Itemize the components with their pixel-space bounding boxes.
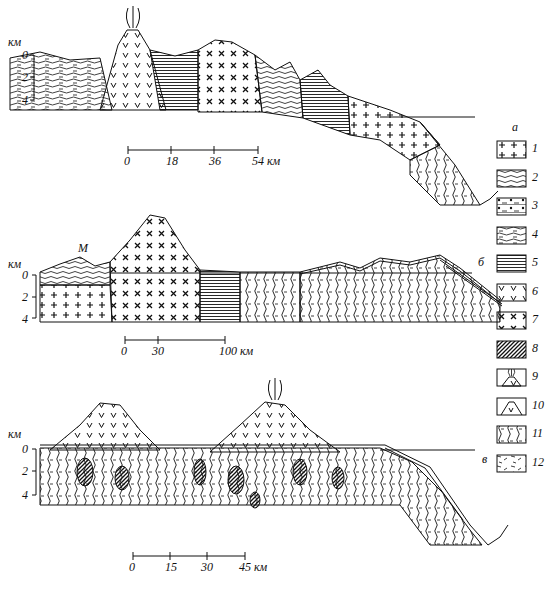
section-label: 36 bbox=[209, 155, 221, 167]
legend-swatch bbox=[496, 283, 528, 303]
section-label: 0 bbox=[22, 443, 28, 455]
section-label: км bbox=[8, 36, 21, 48]
section-label: а bbox=[512, 121, 518, 133]
legend-number: 7 bbox=[532, 313, 538, 325]
legend-number: 8 bbox=[532, 342, 538, 354]
legend-number: 5 bbox=[532, 256, 538, 268]
legend-item: 8 bbox=[496, 340, 550, 360]
legend-swatch bbox=[496, 140, 528, 160]
section-label: км bbox=[8, 258, 21, 270]
section-label: 0 bbox=[22, 49, 28, 61]
legend-number: 11 bbox=[532, 427, 543, 439]
section-label: 30 bbox=[152, 345, 164, 357]
legend-number: 3 bbox=[532, 199, 538, 211]
section-label: 4 bbox=[22, 313, 28, 325]
section-label: в bbox=[482, 453, 487, 465]
section-label: 0 bbox=[124, 155, 130, 167]
legend-number: 10 bbox=[532, 399, 544, 411]
section-label: 18 bbox=[166, 155, 178, 167]
section-label: 4 bbox=[22, 94, 28, 106]
legend-number: 12 bbox=[532, 456, 544, 468]
legend-number: 6 bbox=[532, 285, 538, 297]
legend-number: 9 bbox=[532, 370, 538, 382]
legend-item: 1 bbox=[496, 140, 550, 160]
section-label: 2 bbox=[22, 291, 28, 303]
legend-item: 4 bbox=[496, 226, 550, 246]
legend-item: 7 bbox=[496, 311, 550, 331]
section-label: 2 bbox=[22, 465, 28, 477]
section-label: М bbox=[78, 242, 88, 254]
section-label: 45 км bbox=[239, 561, 267, 573]
legend-swatch bbox=[496, 397, 528, 417]
legend-swatch bbox=[496, 197, 528, 217]
legend-number: 4 bbox=[532, 228, 538, 240]
section-label: б bbox=[478, 256, 484, 268]
section-label: 100 км bbox=[219, 345, 253, 357]
legend-swatch bbox=[496, 226, 528, 246]
legend-number: 1 bbox=[532, 142, 538, 154]
legend-swatch bbox=[496, 311, 528, 331]
legend-swatch bbox=[496, 368, 528, 388]
legend-item: 9 bbox=[496, 368, 550, 388]
section-label: 4 bbox=[22, 489, 28, 501]
legend-swatch bbox=[496, 340, 528, 360]
section-label: 2 bbox=[22, 71, 28, 83]
section-label: 15 bbox=[165, 561, 177, 573]
legend-item: 5 bbox=[496, 254, 550, 274]
section-label: км bbox=[8, 428, 21, 440]
section-label: 0 bbox=[129, 561, 135, 573]
legend-item: 10 bbox=[496, 397, 550, 417]
legend-swatch bbox=[496, 254, 528, 274]
legend-swatch bbox=[496, 425, 528, 445]
legend-item: 6 bbox=[496, 283, 550, 303]
legend-item: 2 bbox=[496, 169, 550, 189]
section-label: 0 bbox=[22, 269, 28, 281]
legend-item: 12 bbox=[496, 454, 550, 474]
section-label: 30 bbox=[201, 561, 213, 573]
legend-swatch bbox=[496, 454, 528, 474]
section-label: 0 bbox=[121, 345, 127, 357]
legend-item: 11 bbox=[496, 425, 550, 445]
section-label: 54 км bbox=[252, 155, 280, 167]
legend-swatch bbox=[496, 169, 528, 189]
legend-number: 2 bbox=[532, 171, 538, 183]
legend-item: 3 bbox=[496, 197, 550, 217]
